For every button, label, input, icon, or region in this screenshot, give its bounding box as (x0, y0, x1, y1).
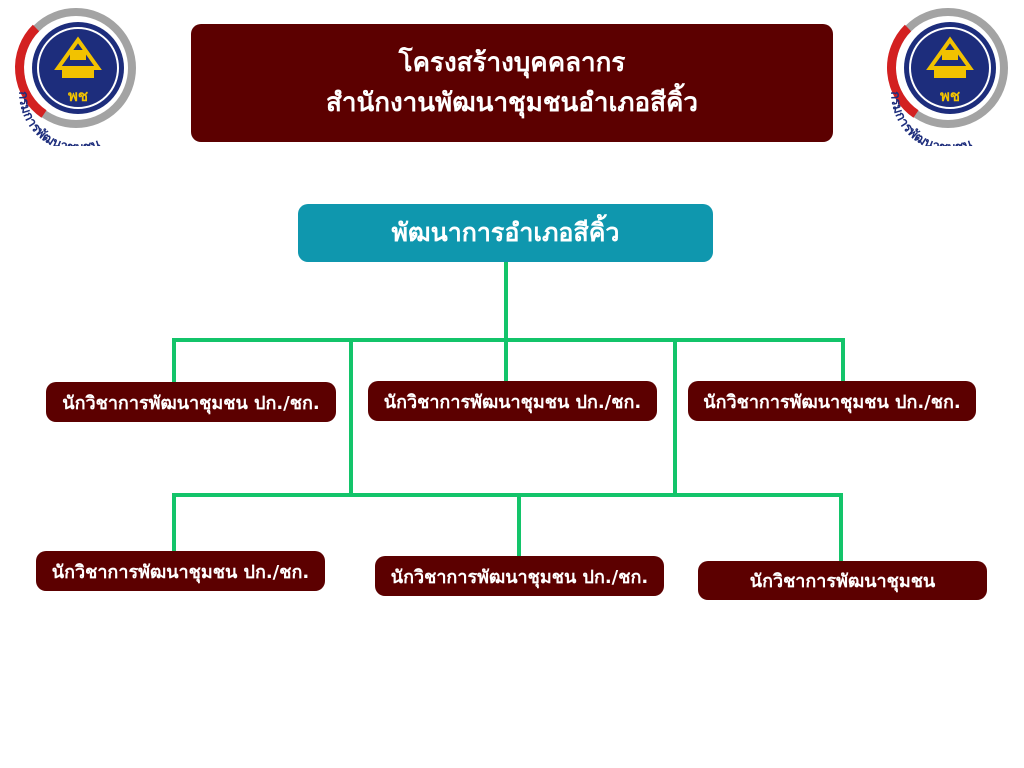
page-subtitle: สำนักงานพัฒนาชุมชนอำเภอสีคิ้ว (326, 88, 698, 118)
staff-box: นักวิชาการพัฒนาชุมชน ปก./ชก. (368, 381, 657, 421)
staff-label: นักวิชาการพัฒนาชุมชน ปก./ชก. (390, 566, 649, 588)
page-title-banner: โครงสร้างบุคคลากร สำนักงานพัฒนาชุมชนอำเภ… (191, 24, 833, 142)
org-head-label: พัฒนาการอำเภอสีคิ้ว (391, 218, 620, 247)
page-title: โครงสร้างบุคคลากร (398, 48, 626, 78)
staff-label: นักวิชาการพัฒนาชุมชน ปก./ชก. (383, 391, 642, 413)
staff-label: นักวิชาการพัฒนาชุมชน ปก./ชก. (703, 391, 961, 413)
staff-box: นักวิชาการพัฒนาชุมชน ปก./ชก. (46, 382, 336, 422)
staff-box: นักวิชาการพัฒนาชุมชน ปก./ชก. (36, 551, 325, 591)
staff-label: นักวิชาการพัฒนาชุมชน ปก./ชก. (62, 392, 320, 414)
org-head-box: พัฒนาการอำเภอสีคิ้ว (298, 204, 713, 262)
svg-text:พช: พช (68, 87, 88, 105)
department-logo-right: พช กรมการพัฒนาชุมชน (878, 6, 1018, 146)
staff-box: นักวิชาการพัฒนาชุมชน ปก./ชก. (375, 556, 664, 596)
staff-box: นักวิชาการพัฒนาชุมชน (698, 561, 987, 600)
department-logo-left: พช กรมการพัฒนาชุมชน (6, 6, 146, 146)
staff-label: นักวิชาการพัฒนาชุมชน ปก./ชก. (51, 561, 310, 583)
staff-label: นักวิชาการพัฒนาชุมชน (749, 571, 936, 592)
department-emblem-icon: พช กรมการพัฒนาชุมชน (15, 8, 136, 146)
svg-text:พช: พช (940, 87, 960, 105)
staff-box: นักวิชาการพัฒนาชุมชน ปก./ชก. (688, 381, 976, 421)
department-emblem-icon: พช กรมการพัฒนาชุมชน (887, 8, 1008, 146)
